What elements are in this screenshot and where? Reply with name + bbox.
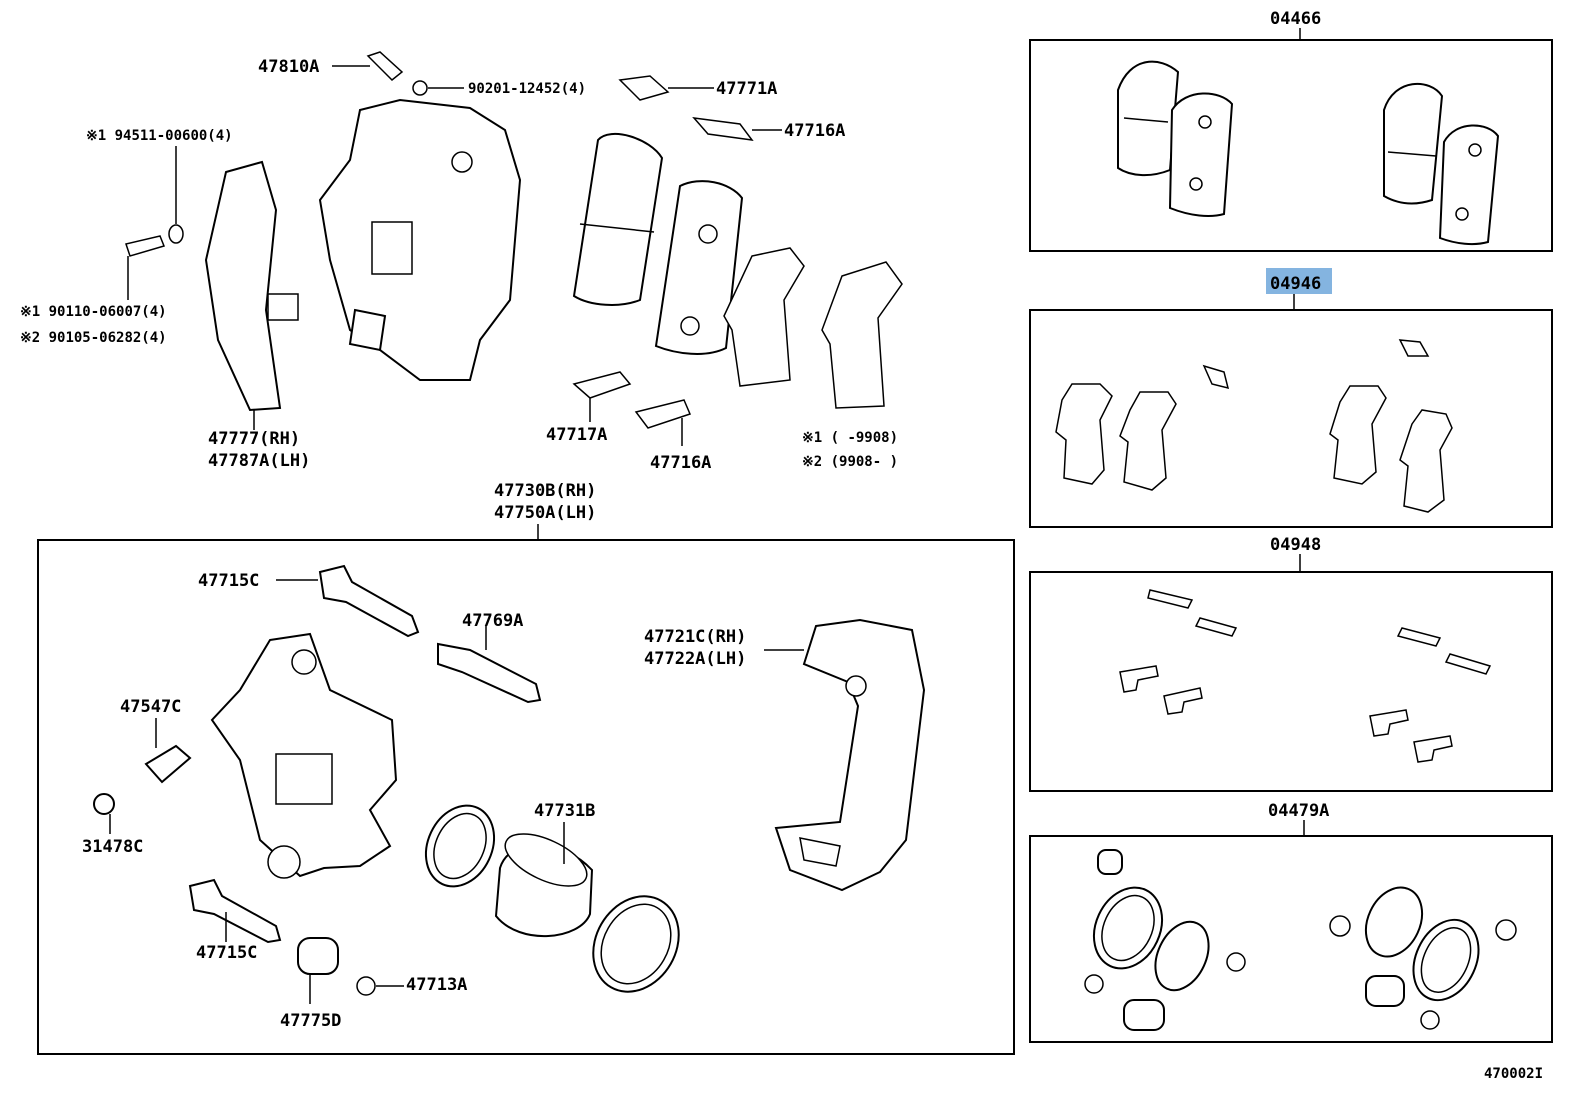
kit-anti-squeal-group[interactable]: 04946 <box>1029 268 1553 528</box>
legend-note-2: ※2 (9908- ) <box>802 454 898 470</box>
bushing-icon <box>356 976 376 996</box>
part-slide-pin-b-label[interactable]: 47769A <box>462 611 523 631</box>
slide-pin-icon <box>188 878 282 944</box>
upper-parts-group: 47810A 90201-12452(4) 47771A 47716A 4777… <box>20 51 903 473</box>
brake-pad-icon <box>1117 60 1234 217</box>
caliper-assembly-group[interactable]: 47730B(RH) 47750A(LH) 47715C 47769A 4754… <box>37 481 1015 1055</box>
caliper-assembly-box <box>37 539 1015 1055</box>
kit-fitting-box <box>1029 571 1553 792</box>
selected-highlight <box>1266 268 1332 294</box>
kit-cylinder-box <box>1029 835 1553 1043</box>
boot-icon <box>297 937 339 975</box>
part-bleeder-plug-label[interactable]: 47547C <box>120 697 181 717</box>
part-mounting-rh-label[interactable]: 47721C(RH) <box>644 627 746 647</box>
kit-anti-squeal-label[interactable]: 04946 <box>1270 274 1321 294</box>
part-clip-lower-a-label[interactable]: 47717A <box>546 425 607 445</box>
mounting-bracket-icon <box>774 618 926 892</box>
part-clip-lower-b-label[interactable]: 47716A <box>650 453 711 473</box>
part-clip-upper-b-label[interactable]: 47716A <box>784 121 845 141</box>
part-cap-label[interactable]: 31478C <box>82 837 143 857</box>
shim-icon <box>821 261 903 409</box>
caliper-assembly-lh-label[interactable]: 47750A(LH) <box>494 503 596 523</box>
slide-pin-icon <box>318 564 420 638</box>
kit-cylinder-label[interactable]: 04479A <box>1268 801 1329 821</box>
boot-icon <box>1084 849 1517 1031</box>
caliper-body-icon <box>318 98 522 381</box>
clip-icon <box>1119 589 1492 763</box>
cap-icon <box>93 793 115 815</box>
part-bushing-label[interactable]: 47713A <box>406 975 467 995</box>
part-washer-note-label[interactable]: ※1 94511-00600(4) <box>86 128 233 144</box>
part-boot-label[interactable]: 47775D <box>280 1011 341 1031</box>
kit-fitting-label[interactable]: 04948 <box>1270 535 1321 555</box>
part-slide-pin-bottom-label[interactable]: 47715C <box>196 943 257 963</box>
part-bolt-note-2-label[interactable]: ※2 90105-06282(4) <box>20 330 167 346</box>
dust-cover-icon <box>204 160 282 412</box>
shim-icon <box>723 247 805 387</box>
part-bolt-note-1-label[interactable]: ※1 90110-06007(4) <box>20 304 167 320</box>
kit-pad-kit-box <box>1029 39 1553 252</box>
legend-note-1: ※1 ( -9908) <box>802 430 898 446</box>
kit-pad-kit-label[interactable]: 04466 <box>1270 9 1321 29</box>
brake-pad-icon <box>572 132 664 306</box>
kit-fitting-group[interactable]: 04948 <box>1029 535 1553 792</box>
part-dust-cover-lh-label[interactable]: 47787A(LH) <box>208 451 310 471</box>
brake-pad-icon <box>1383 82 1500 246</box>
part-clip-upper-label[interactable]: 47771A <box>716 79 777 99</box>
diagram-code: 470002I <box>1484 1066 1543 1082</box>
kit-cylinder-group[interactable]: 04479A <box>1029 801 1553 1043</box>
caliper-assembly-rh-label[interactable]: 47730B(RH) <box>494 481 596 501</box>
seal-ring-icon <box>1092 886 1480 1002</box>
kit-pad-kit-group[interactable]: 04466 <box>1029 9 1553 252</box>
part-bleeder-bolt-label[interactable]: 47810A <box>258 57 319 77</box>
bleeder-plug-icon <box>144 744 192 784</box>
kit-anti-squeal-box <box>1029 309 1553 528</box>
slide-pin-icon <box>437 642 542 704</box>
part-mounting-lh-label[interactable]: 47722A(LH) <box>644 649 746 669</box>
part-slide-pin-top-label[interactable]: 47715C <box>198 571 259 591</box>
part-piston-label[interactable]: 47731B <box>534 801 595 821</box>
part-dust-cover-rh-label[interactable]: 47777(RH) <box>208 429 300 449</box>
part-gasket-label[interactable]: 90201-12452(4) <box>468 81 586 97</box>
brake-pad-icon <box>654 180 744 355</box>
shim-icon <box>1055 339 1453 513</box>
